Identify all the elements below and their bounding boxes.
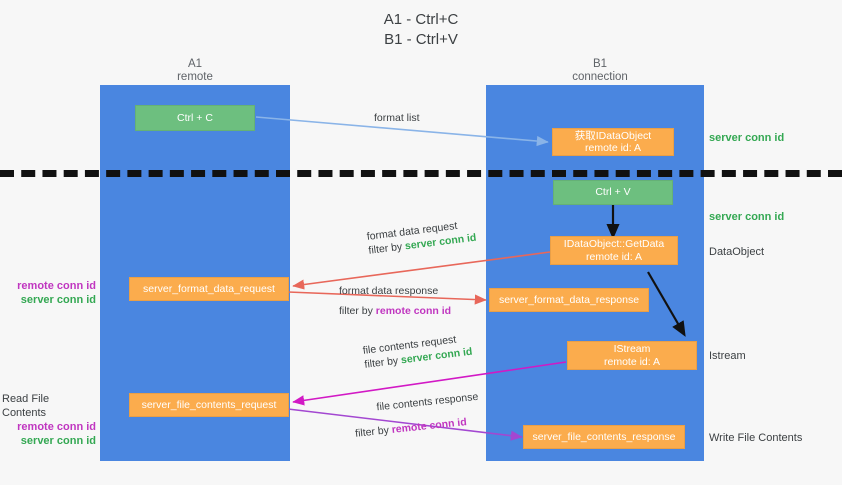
edge-label-format-data-response-main: format data response <box>339 285 439 297</box>
node-ctrl-v-label: Ctrl + V <box>595 186 631 199</box>
arrow-file-contents-request <box>292 361 567 406</box>
edge-label-format-list-main: format list <box>374 112 420 124</box>
left-caption-file-contents-remote: remote conn id <box>17 421 96 433</box>
arrow-format-data-response <box>287 291 487 305</box>
title-line-1: A1 - Ctrl+C <box>383 11 459 28</box>
node-ctrl-c-label: Ctrl + C <box>177 111 213 124</box>
node-getdata[interactable]: IDataObject::GetData remote id: A <box>550 236 678 265</box>
node-server-format-data-request-label: server_format_data_request <box>143 282 275 295</box>
node-server-file-contents-response-label: server_file_contents_response <box>532 430 676 443</box>
left-caption-format-data-server: server conn id <box>20 294 96 306</box>
node-istream[interactable]: IStream remote id: A <box>567 341 697 370</box>
node-istream-line2: remote id: A <box>603 355 661 368</box>
left-caption-format-data: remote conn id server conn id <box>8 279 96 307</box>
lane-a1-subtitle: remote <box>177 71 213 83</box>
edge-label-format-list: format list <box>374 111 420 125</box>
filter-prefix: filter by <box>354 424 393 440</box>
edge-label-format-data-response-filter: filter by remote conn id <box>339 304 451 318</box>
node-get-idataobject[interactable]: 获取IDataObject remote id: A <box>552 128 674 156</box>
node-get-idataobject-line2: remote id: A <box>584 142 642 154</box>
node-getdata-line2: remote id: A <box>585 250 643 263</box>
lane-a1-name: A1 <box>187 58 203 70</box>
caption-write-file-contents: Write File Contents <box>709 432 803 444</box>
filter-prefix: filter by <box>339 305 376 317</box>
node-ctrl-v[interactable]: Ctrl + V <box>553 180 673 205</box>
left-caption-format-data-remote: remote conn id <box>17 280 96 292</box>
node-istream-line1: IStream <box>613 343 651 355</box>
page-title: A1 - Ctrl+C B1 - Ctrl+V <box>0 10 842 50</box>
node-server-file-contents-response[interactable]: server_file_contents_response <box>523 425 685 449</box>
left-caption-file-contents: Read File Contents remote conn id server… <box>2 392 96 448</box>
edge-label-format-data-response: format data response filter by remote co… <box>339 284 451 318</box>
node-server-format-data-response-label: server_format_data_response <box>498 293 640 306</box>
node-get-idataobject-line1: 获取IDataObject <box>574 129 652 142</box>
title-line-2: B1 - Ctrl+V <box>384 31 458 48</box>
node-server-format-data-response[interactable]: server_format_data_response <box>489 288 649 312</box>
lane-b1-subtitle: connection <box>572 71 628 83</box>
arrow-file-contents-response <box>287 408 523 441</box>
left-caption-file-contents-server: server conn id <box>20 435 96 447</box>
left-caption-read-file-contents: Read File Contents <box>2 393 50 419</box>
caption-istream: Istream <box>709 350 746 362</box>
node-ctrl-c[interactable]: Ctrl + C <box>135 105 255 131</box>
lane-header-a1: A1 remote <box>120 58 270 84</box>
filter-value-remote-conn-id: remote conn id <box>375 305 452 317</box>
node-server-format-data-request[interactable]: server_format_data_request <box>129 277 289 301</box>
arrow-format-list <box>255 116 549 147</box>
lane-header-b1: B1 connection <box>520 58 680 84</box>
caption-server-conn-id-2: server conn id <box>709 211 785 223</box>
lane-b1-name: B1 <box>592 58 608 70</box>
node-server-file-contents-request[interactable]: server_file_contents_request <box>129 393 289 417</box>
arrow-getdata-istream <box>647 271 686 337</box>
node-server-file-contents-request-label: server_file_contents_request <box>141 398 277 411</box>
arrow-format-data-request <box>292 251 551 290</box>
phase-divider <box>0 170 842 177</box>
node-getdata-line1: IDataObject::GetData <box>563 238 665 250</box>
caption-dataobject: DataObject <box>709 246 765 258</box>
caption-server-conn-id-1: server conn id <box>709 132 785 144</box>
